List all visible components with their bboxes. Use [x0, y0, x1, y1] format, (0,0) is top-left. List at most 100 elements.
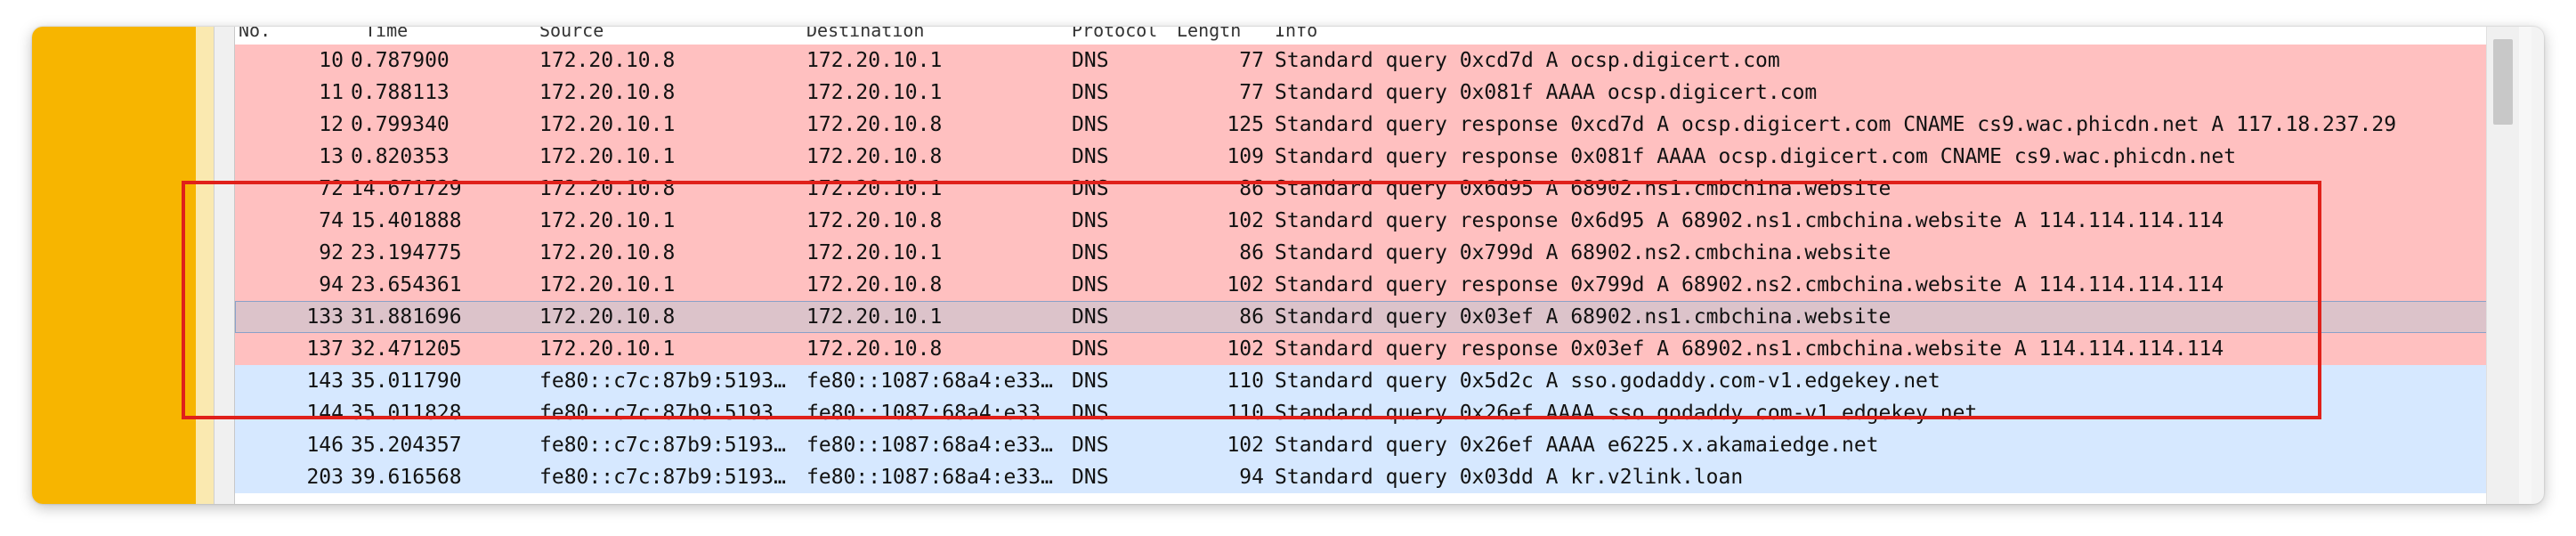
packet-time: 32.471205: [351, 337, 462, 361]
packet-protocol: DNS: [1072, 209, 1109, 232]
packet-length: 94: [1239, 466, 1264, 489]
packet-time: 15.401888: [351, 209, 462, 232]
packet-destination: fe80::1087:68a4:e33…: [806, 466, 1053, 489]
column-header-time[interactable]: Time: [365, 27, 409, 41]
packet-no: 10: [319, 49, 344, 72]
packet-info: Standard query response 0xcd7d A ocsp.di…: [1275, 113, 2397, 136]
column-header-no[interactable]: No.: [239, 27, 271, 41]
packet-row[interactable]: 137 32.471205 172.20.10.1 172.20.10.8 DNS 102…: [235, 333, 2531, 365]
packet-no: 94: [319, 273, 344, 296]
side-pane-gap: [196, 27, 214, 504]
column-header-destination[interactable]: Destination: [806, 27, 925, 41]
packet-source: 172.20.10.1: [539, 337, 676, 361]
vertical-scrollbar[interactable]: [2486, 27, 2519, 504]
pane-splitter[interactable]: [214, 27, 235, 504]
packet-source: 172.20.10.8: [539, 241, 676, 264]
packet-source: fe80::c7c:87b9:5193…: [539, 434, 786, 457]
packet-length: 86: [1239, 177, 1264, 200]
packet-no: 146: [306, 434, 344, 457]
packet-time: 31.881696: [351, 305, 462, 329]
packet-length: 110: [1227, 402, 1264, 425]
packet-info: Standard query 0x03dd A kr.v2link.loan: [1275, 466, 1744, 489]
packet-destination: fe80::1087:68a4:e33…: [806, 402, 1053, 425]
packet-no: 137: [306, 337, 344, 361]
column-header-source[interactable]: Source: [539, 27, 604, 41]
packet-length: 110: [1227, 370, 1264, 393]
packet-info: Standard query 0x03ef A 68902.ns1.cmbchi…: [1275, 305, 1891, 329]
packet-protocol: DNS: [1072, 337, 1109, 361]
packet-row[interactable]: 144 35.011828 fe80::c7c:87b9:5193… fe80::10…: [235, 397, 2531, 429]
packet-destination: 172.20.10.8: [806, 209, 943, 232]
packet-source: 172.20.10.8: [539, 49, 676, 72]
packet-no: 11: [319, 81, 344, 104]
packet-no: 12: [319, 113, 344, 136]
packet-list[interactable]: No. Time Source Destination Protocol Len…: [235, 27, 2531, 504]
packet-source: 172.20.10.1: [539, 209, 676, 232]
packet-source: fe80::c7c:87b9:5193…: [539, 402, 786, 425]
packet-source: 172.20.10.1: [539, 113, 676, 136]
packet-info: Standard query 0x6d95 A 68902.ns1.cmbchi…: [1275, 177, 1891, 200]
packet-info: Standard query 0x799d A 68902.ns2.cmbchi…: [1275, 241, 1891, 264]
packet-time: 0.820353: [351, 145, 450, 168]
packet-destination: 172.20.10.1: [806, 241, 943, 264]
packet-source: 172.20.10.1: [539, 145, 676, 168]
packet-no: 92: [319, 241, 344, 264]
packet-length: 86: [1239, 305, 1264, 329]
column-header-protocol[interactable]: Protocol: [1072, 27, 1158, 41]
scrollbar-thumb[interactable]: [2493, 39, 2513, 125]
packet-time: 35.204357: [351, 434, 462, 457]
packet-time: 23.194775: [351, 241, 462, 264]
wireshark-window: No. Time Source Destination Protocol Len…: [32, 27, 2544, 504]
window-right-edge: [2519, 27, 2531, 504]
packet-info: Standard query 0x26ef AAAA sso.godaddy.c…: [1275, 402, 1978, 425]
packet-destination: 172.20.10.8: [806, 337, 943, 361]
column-header-length[interactable]: Length: [1177, 27, 1242, 41]
packet-protocol: DNS: [1072, 177, 1109, 200]
packet-destination: 172.20.10.1: [806, 177, 943, 200]
packet-info: Standard query 0x081f AAAA ocsp.digicert…: [1275, 81, 1818, 104]
packet-time: 23.654361: [351, 273, 462, 296]
packet-no: 144: [306, 402, 344, 425]
packet-time: 39.616568: [351, 466, 462, 489]
packet-source: fe80::c7c:87b9:5193…: [539, 466, 786, 489]
packet-length: 77: [1239, 49, 1264, 72]
packet-length: 102: [1227, 337, 1264, 361]
packet-length: 102: [1227, 273, 1264, 296]
packet-destination: fe80::1087:68a4:e33…: [806, 370, 1053, 393]
packet-row[interactable]: 203 39.616568 fe80::c7c:87b9:5193… fe80::10…: [235, 461, 2531, 493]
packet-time: 35.011828: [351, 402, 462, 425]
packet-protocol: DNS: [1072, 49, 1109, 72]
packet-info: Standard query response 0x6d95 A 68902.n…: [1275, 209, 2224, 232]
packet-protocol: DNS: [1072, 81, 1109, 104]
packet-protocol: DNS: [1072, 113, 1109, 136]
packet-destination: 172.20.10.8: [806, 113, 943, 136]
packet-time: 0.787900: [351, 49, 450, 72]
packet-no: 203: [306, 466, 344, 489]
packet-length: 125: [1227, 113, 1264, 136]
packet-destination: 172.20.10.1: [806, 81, 943, 104]
packet-no: 74: [319, 209, 344, 232]
packet-protocol: DNS: [1072, 273, 1109, 296]
packet-no: 133: [306, 305, 344, 329]
column-header-info[interactable]: Info: [1275, 27, 1318, 41]
packet-info: Standard query response 0x081f AAAA ocsp…: [1275, 145, 2237, 168]
packet-protocol: DNS: [1072, 305, 1109, 329]
packet-destination: 172.20.10.8: [806, 273, 943, 296]
packet-destination: 172.20.10.1: [806, 305, 943, 329]
packet-info: Standard query 0xcd7d A ocsp.digicert.co…: [1275, 49, 1780, 72]
packet-length: 102: [1227, 434, 1264, 457]
packet-time: 0.788113: [351, 81, 450, 104]
